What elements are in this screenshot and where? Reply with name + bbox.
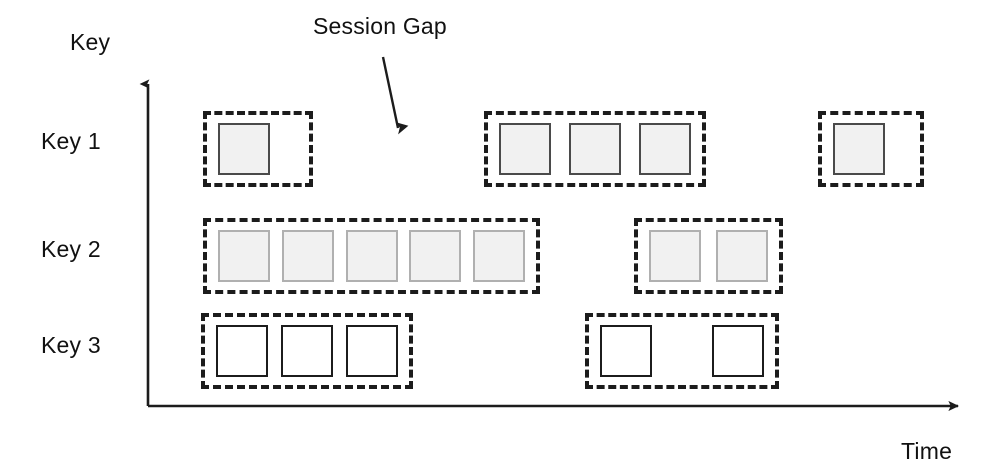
event-box[interactable] (569, 123, 621, 175)
event-box[interactable] (649, 230, 701, 282)
session-group[interactable] (585, 313, 779, 389)
event-box[interactable] (600, 325, 652, 377)
event-box[interactable] (345, 230, 398, 282)
session-group[interactable] (203, 111, 313, 187)
event-box[interactable] (346, 325, 398, 377)
row-label-key-1: Key 1 (41, 128, 101, 154)
x-axis-label: Time (901, 438, 953, 464)
event-box[interactable] (281, 230, 334, 282)
event-box[interactable] (216, 325, 268, 377)
session-group[interactable] (484, 111, 706, 187)
session-group[interactable] (201, 313, 413, 389)
event-box[interactable] (218, 123, 270, 175)
session-gap-pointer-line (381, 56, 409, 135)
row-label-key-3: Key 3 (41, 332, 101, 358)
session-group[interactable] (818, 111, 924, 187)
session-group[interactable] (203, 218, 540, 294)
event-box[interactable] (473, 230, 525, 282)
session-gap-annotation-label: Session Gap (313, 13, 447, 39)
event-box[interactable] (833, 123, 885, 175)
event-box[interactable] (712, 325, 764, 377)
session-group[interactable] (634, 218, 783, 294)
event-box[interactable] (218, 230, 270, 282)
event-box[interactable] (499, 123, 551, 175)
event-box[interactable] (409, 230, 462, 282)
event-box[interactable] (639, 123, 691, 175)
y-axis-label: Key (70, 29, 111, 55)
event-box[interactable] (281, 325, 333, 377)
event-box[interactable] (716, 230, 768, 282)
row-label-key-2: Key 2 (41, 236, 101, 262)
